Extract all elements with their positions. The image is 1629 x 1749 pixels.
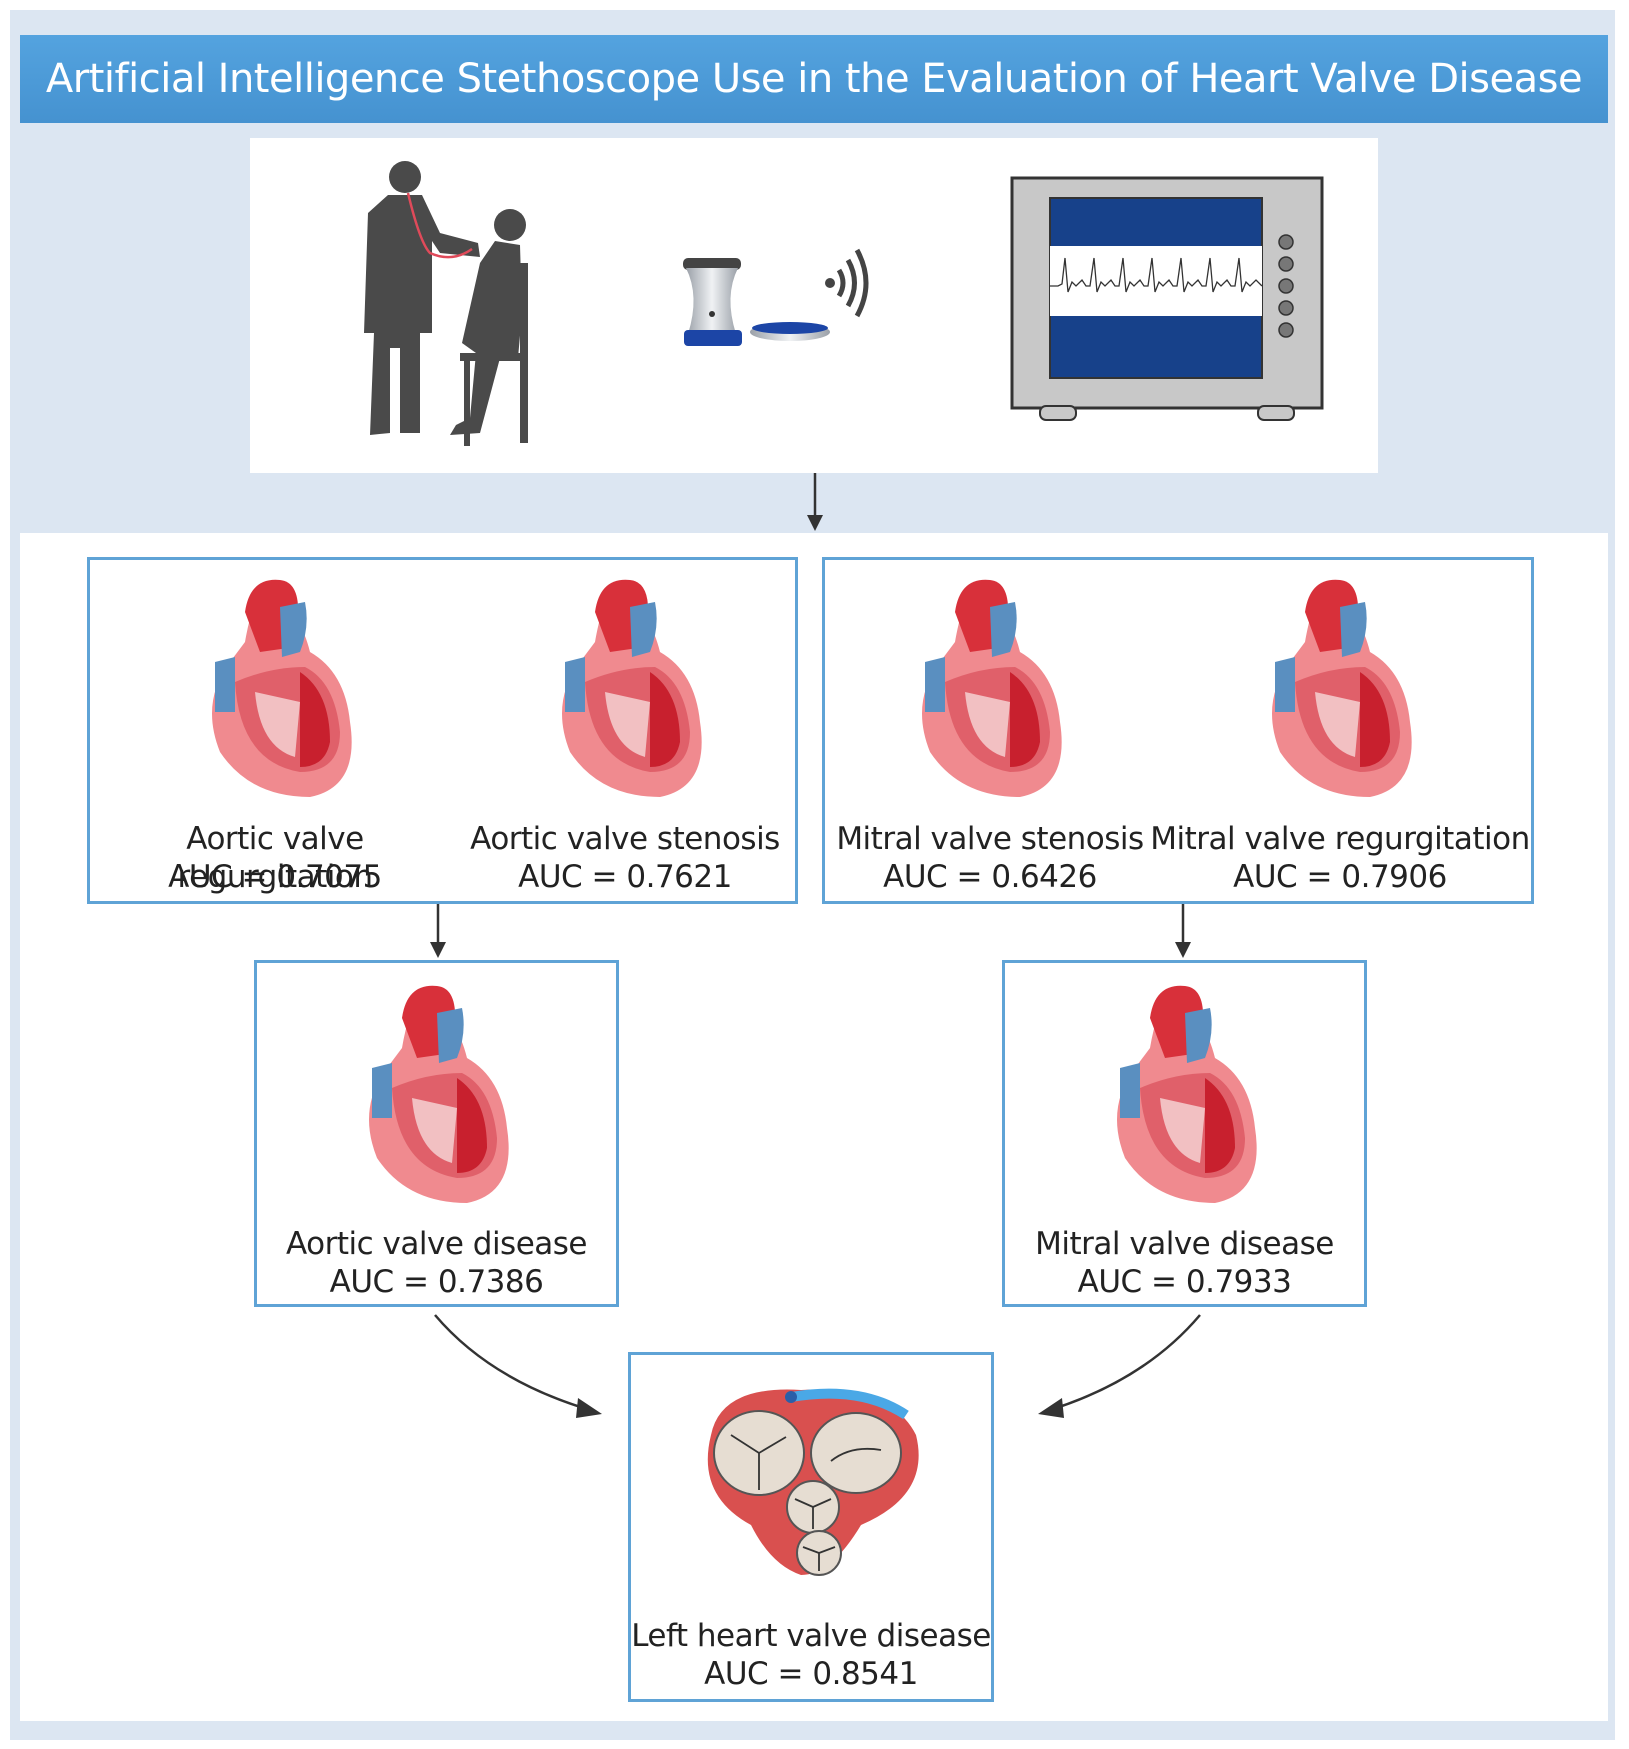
heart-illustration-icon	[200, 572, 360, 802]
condition-mitral-stenosis: Mitral valve stenosis AUC = 0.6426	[825, 560, 1155, 901]
heart-illustration-icon	[357, 978, 517, 1208]
heart-illustration-icon	[550, 572, 710, 802]
figure-title: Artificial Intelligence Stethoscope Use …	[20, 35, 1608, 123]
condition-name: Aortic valve stenosis	[470, 821, 780, 857]
mitral-conditions-box: Mitral valve stenosis AUC = 0.6426 Mitra…	[822, 557, 1534, 904]
flow-arrow-curved	[434, 1314, 602, 1418]
ecg-monitor-icon	[1010, 176, 1324, 421]
wireless-signal-icon	[825, 248, 869, 318]
condition-name: Mitral valve regurgitation	[1150, 821, 1530, 857]
left-heart-valve-disease-box: Left heart valve disease AUC = 0.8541	[628, 1352, 994, 1702]
heart-illustration-icon	[1260, 572, 1420, 802]
heart-illustration-icon	[910, 572, 1070, 802]
flow-arrow-down	[1175, 904, 1191, 958]
flow-arrow-down	[430, 904, 446, 958]
condition-auc: AUC = 0.7621	[518, 859, 732, 895]
condition-name: Mitral valve stenosis	[836, 821, 1144, 857]
heart-valves-cross-section-icon	[707, 1388, 919, 1576]
aortic-valve-disease-box: Aortic valve disease AUC = 0.7386	[254, 960, 619, 1307]
aortic-conditions-box: Aortic valve regurgitation AUC = 0.7075 …	[87, 557, 798, 904]
condition-auc: AUC = 0.7933	[1077, 1264, 1292, 1300]
condition-name: Mitral valve disease	[1035, 1226, 1334, 1262]
heart-illustration-icon	[1105, 978, 1265, 1208]
flow-arrow-down	[807, 473, 823, 531]
doctor-patient-silhouette-icon	[364, 161, 528, 446]
condition-auc: AUC = 0.7386	[329, 1264, 544, 1300]
condition-mitral-regurgitation: Mitral valve regurgitation AUC = 0.7906	[1150, 560, 1530, 901]
device-workflow-panel	[250, 138, 1378, 473]
digital-stethoscope-icon	[683, 258, 830, 346]
condition-name: Aortic valve regurgitation	[177, 821, 374, 895]
condition-auc: AUC = 0.6426	[883, 859, 1097, 895]
condition-auc: AUC = 0.7906	[1233, 859, 1447, 895]
condition-name: Aortic valve disease	[286, 1226, 588, 1262]
condition-aortic-stenosis: Aortic valve stenosis AUC = 0.7621	[455, 560, 795, 901]
mitral-valve-disease-box: Mitral valve disease AUC = 0.7933	[1002, 960, 1367, 1307]
flow-arrow-curved	[1038, 1314, 1201, 1418]
condition-auc: AUC = 0.8541	[704, 1656, 918, 1692]
condition-aortic-regurgitation: Aortic valve regurgitation AUC = 0.7075	[90, 560, 460, 901]
condition-auc: AUC = 0.7075	[168, 859, 382, 895]
condition-name: Left heart valve disease	[631, 1618, 991, 1654]
ecg-trace	[1050, 257, 1263, 293]
